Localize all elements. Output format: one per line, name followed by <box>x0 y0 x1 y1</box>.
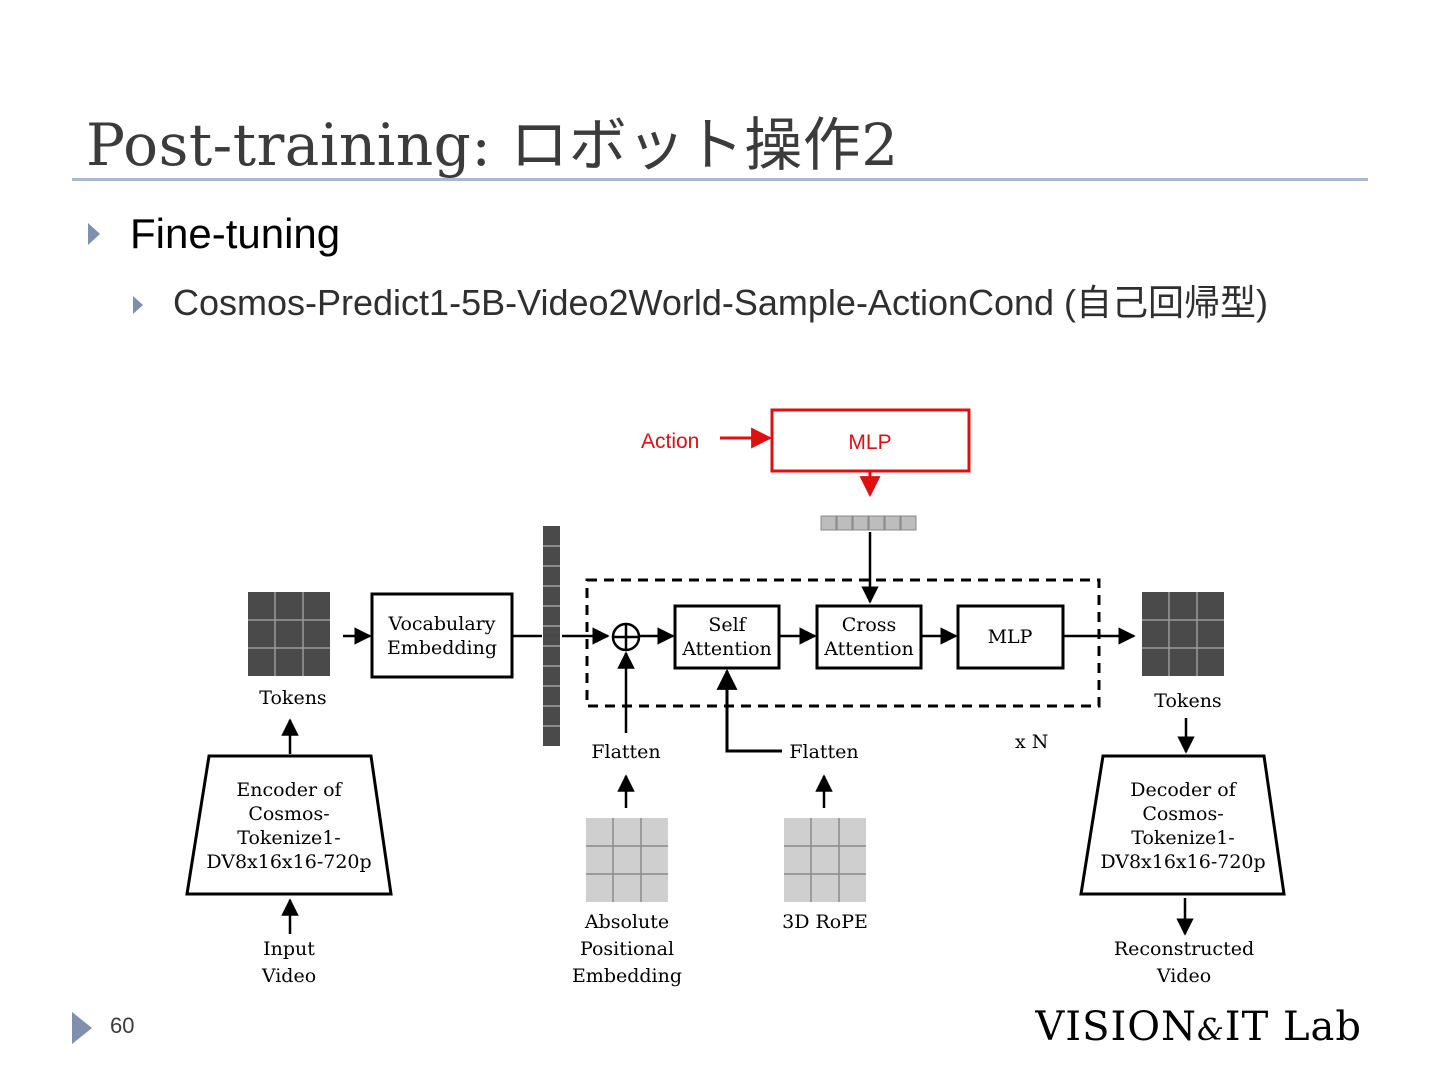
self-attn-line2: Attention <box>681 638 772 660</box>
mlp-inner-box <box>956 604 1065 670</box>
repeat-label: x N <box>1015 731 1048 753</box>
vocab-line2: Embedding <box>387 637 497 659</box>
encoder-line3: Tokenize1- <box>237 827 340 849</box>
flatten2-label: Flatten <box>789 741 858 763</box>
vocab-embedding-box <box>370 592 514 679</box>
decoder-line2: Cosmos- <box>1142 803 1223 825</box>
flatten1-label: Flatten <box>591 741 660 763</box>
encoder-line2: Cosmos- <box>248 803 329 825</box>
self-attn-line1: Self <box>708 614 747 636</box>
abs-pos-line2: Positional <box>580 938 674 960</box>
tokens-cube-right <box>1142 592 1224 676</box>
reconstructed-line2: Video <box>1156 965 1211 987</box>
rope-cube <box>784 818 866 902</box>
mlp-action-label: MLP <box>848 431 891 454</box>
slide-title: Post-training: ロボット操作2 <box>86 111 899 179</box>
decoder-line3: Tokenize1- <box>1131 827 1234 849</box>
abs-pos-cube <box>586 818 668 902</box>
flatten2-to-self-arrow <box>716 668 782 753</box>
tokens-right-label: Tokens <box>1154 690 1221 712</box>
page-number: 60 <box>110 1013 135 1038</box>
cross-attn-line2: Attention <box>823 638 914 660</box>
tokens-left-label: Tokens <box>259 687 326 709</box>
reconstructed-line1: Reconstructed <box>1114 938 1254 960</box>
tokens-cube-left <box>248 592 330 676</box>
bullet-arrow-icon <box>88 223 100 245</box>
abs-pos-line3: Embedding <box>572 965 682 987</box>
bullet-arrow-icon <box>133 296 143 314</box>
bullet-level1: Fine-tuning <box>88 210 340 258</box>
bullet-level2: Cosmos-Predict1-5B-Video2World-Sample-Ac… <box>133 280 1333 326</box>
logo-text-right: IT Lab <box>1224 1004 1362 1050</box>
title-divider <box>72 178 1368 181</box>
action-label: Action <box>641 430 699 453</box>
vocab-line1: Vocabulary <box>387 613 495 635</box>
add-node-icon <box>611 622 641 652</box>
encoder-block <box>185 754 393 896</box>
self-attention-box <box>673 604 781 670</box>
bullet-model-name: Cosmos-Predict1-5B-Video2World-Sample-Ac… <box>173 282 1269 323</box>
mlp-inner-label: MLP <box>988 626 1033 648</box>
bullet-fine-tuning: Fine-tuning <box>130 210 341 257</box>
abs-pos-line1: Absolute <box>584 911 669 933</box>
lab-logo: VISION&IT Lab <box>1035 1004 1362 1050</box>
rope-label: 3D RoPE <box>782 911 868 933</box>
input-video-line1: Input <box>263 938 315 960</box>
cross-attention-box <box>815 604 923 670</box>
embedded-token-column <box>543 526 560 746</box>
decoder-line4: DV8x16x16-720p <box>1100 851 1265 873</box>
encoder-line1: Encoder of <box>236 779 343 801</box>
transformer-block-frame <box>585 578 1101 708</box>
mlp-action-box <box>770 408 971 473</box>
input-video-line2: Video <box>261 965 316 987</box>
column-ellipsis: ··· <box>545 628 558 644</box>
decoder-block <box>1079 754 1286 896</box>
cross-attn-line1: Cross <box>842 614 897 636</box>
encoder-line4: DV8x16x16-720p <box>206 851 371 873</box>
action-token-row <box>820 515 917 531</box>
footer-arrow-icon <box>72 1012 92 1044</box>
logo-ampersand: & <box>1197 1013 1225 1048</box>
logo-text-left: VISION <box>1035 1004 1198 1050</box>
decoder-line1: Decoder of <box>1130 779 1238 801</box>
